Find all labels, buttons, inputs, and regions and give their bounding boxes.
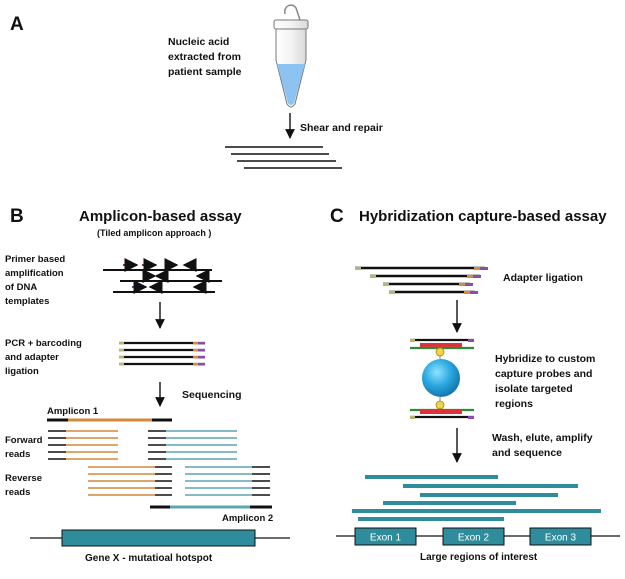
forward-reads-label: Forward reads xyxy=(5,435,43,460)
wash-label-line-2: and sequence xyxy=(492,447,562,459)
sample-label-line-2: extracted from xyxy=(168,51,241,63)
primer-label-line-2: amplification xyxy=(5,268,64,279)
hybridize-label-line-2: capture probes and xyxy=(495,368,592,380)
panel-b-subtitle: (Tiled amplicon approach ) xyxy=(97,228,211,238)
streptavidin-bead-icon xyxy=(422,359,460,397)
wash-label-line-1: Wash, elute, amplify xyxy=(492,432,593,444)
exon-3-box xyxy=(529,527,592,546)
panel-c-letter: C xyxy=(330,206,344,227)
hybridize-label: Hybridize to custom capture probes and i… xyxy=(495,353,595,410)
capture-reads xyxy=(352,475,601,521)
exon-1-label: Exon 1 xyxy=(370,533,402,544)
panel-a-letter: A xyxy=(10,14,24,35)
primer-label-line-4: templates xyxy=(5,296,49,307)
sample-label: Nucleic acid extracted from patient samp… xyxy=(168,36,242,78)
exon-3-label: Exon 3 xyxy=(545,533,577,544)
panel-b: B Amplicon-based assay (Tiled amplicon a… xyxy=(5,206,290,564)
pcr-label-line-3: ligation xyxy=(5,366,39,377)
forward-reads-amplicon-1 xyxy=(48,430,118,460)
forward-label-line-1: Forward xyxy=(5,435,43,446)
reverse-reads-label: Reverse reads xyxy=(5,473,42,498)
sample-label-line-3: patient sample xyxy=(168,66,242,78)
panel-c: C Hybridization capture-based assay Adap… xyxy=(330,206,620,563)
capture-probe-complex xyxy=(410,338,474,419)
tube-liquid xyxy=(277,64,305,105)
barcoded-templates xyxy=(119,341,205,366)
exon-2-label: Exon 2 xyxy=(458,533,490,544)
forward-label-line-2: reads xyxy=(5,449,30,460)
gene-x-label: Gene X - mutatioal hotspot xyxy=(85,553,213,564)
amplicon-2-label: Amplicon 2 xyxy=(222,513,273,524)
tube-icon xyxy=(273,4,309,108)
reverse-reads-amplicon-1 xyxy=(88,466,172,496)
biotin-icon xyxy=(435,347,445,357)
primer-step-label: Primer based amplification of DNA templa… xyxy=(5,254,65,307)
reverse-label-line-2: reads xyxy=(5,487,30,498)
exon-2-box xyxy=(442,527,505,546)
forward-reads-amplicon-2 xyxy=(148,430,237,460)
primer-label-line-3: of DNA xyxy=(5,282,37,293)
sample-label-line-1: Nucleic acid xyxy=(168,36,229,48)
reverse-label-line-1: Reverse xyxy=(5,473,42,484)
reverse-reads-amplicon-2 xyxy=(185,466,270,496)
panel-a: A Nucleic acid extracted from patient sa… xyxy=(10,4,383,169)
gene-x-track xyxy=(30,529,290,547)
hybridize-label-line-3: isolate targeted xyxy=(495,383,573,395)
pcr-label-line-1: PCR + barcoding xyxy=(5,338,82,349)
panel-c-title: Hybridization capture-based assay xyxy=(359,208,607,225)
wash-label: Wash, elute, amplify and sequence xyxy=(492,432,593,459)
pcr-label-line-2: and adapter xyxy=(5,352,59,363)
regions-label: Large regions of interest xyxy=(420,552,538,563)
sequencing-label: Sequencing xyxy=(182,389,242,401)
pcr-step-label: PCR + barcoding and adapter ligation xyxy=(5,338,82,377)
hybridize-label-line-1: Hybridize to custom xyxy=(495,353,595,365)
primer-templates xyxy=(103,258,222,294)
adapter-ligated-templates xyxy=(355,266,488,294)
biotin-icon xyxy=(435,400,445,410)
amplicon-1-label: Amplicon 1 xyxy=(47,406,99,417)
sheared-dna xyxy=(225,146,342,169)
primer-label-line-1: Primer based xyxy=(5,254,65,265)
exon-1-box xyxy=(354,527,417,546)
exon-track: Exon 1 Exon 2 Exon 3 xyxy=(336,527,620,546)
panel-b-letter: B xyxy=(10,206,24,227)
adapter-ligation-label: Adapter ligation xyxy=(503,272,583,284)
shear-label: Shear and repair xyxy=(300,122,383,134)
panel-b-title: Amplicon-based assay xyxy=(79,208,242,225)
hybridize-label-line-4: regions xyxy=(495,398,533,410)
